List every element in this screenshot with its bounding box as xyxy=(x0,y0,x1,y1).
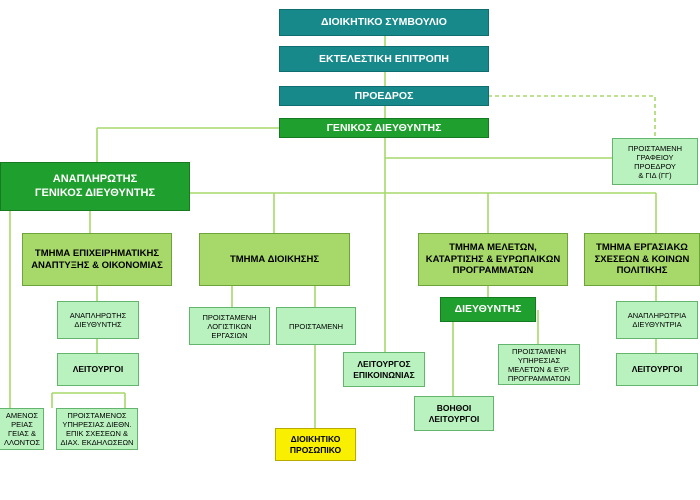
node-head-studies-service: ΠΡΟΙΣΤΑΜΕΝΗ ΥΠΗΡΕΣΙΑΣ ΜΕΛΕΤΩΝ & ΕΥΡ. ΠΡΟ… xyxy=(498,344,580,385)
node-dept-business-development: ΤΜΗΜΑ ΕΠΙΧΕΙΡΗΜΑΤΙΚΗΣ ΑΝΑΠΤΥΞΗΣ & ΟΙΚΟΝΟ… xyxy=(22,233,172,286)
node-head-president-office: ΠΡΟΙΣΤΑΜΕΝΗ ΓΡΑΦΕΙΟΥ ΠΡΟΕΔΡΟΥ & ΓΙΔ (ΓΓ) xyxy=(612,138,698,185)
node-officers-business: ΛΕΙΤΟΥΡΓΟΙ xyxy=(57,353,139,386)
node-deputy-general-director: ΑΝΑΠΛΗΡΩΤΗΣ ΓΕΝΙΚΟΣ ΔΙΕΥΘΥΝΤΗΣ xyxy=(0,162,190,211)
node-dept-administration: ΤΜΗΜΑ ΔΙΟΙΚΗΣΗΣ xyxy=(199,233,350,286)
node-communications-officer: ΛΕΙΤΟΥΡΓΟΣ ΕΠΙΚΟΙΝΩΝΙΑΣ xyxy=(343,352,425,387)
node-officers-labour: ΛΕΙΤΟΥΡΓΟΙ xyxy=(616,353,698,386)
node-head-accounting: ΠΡΟΙΣΤΑΜΕΝΗ ΛΟΓΙΣΤΙΚΩΝ ΕΡΓΑΣΙΩΝ xyxy=(189,307,270,345)
node-head-foreign-relations: ΠΡΟΙΣΤΑΜΕΝΟΣ ΥΠΗΡΕΣΙΑΣ ΔΙΕΘΝ. ΕΠΙΚ ΣΧΕΣΕ… xyxy=(56,408,138,450)
node-president: ΠΡΟΕΔΡΟΣ xyxy=(279,86,489,106)
node-deputy-director-business: ΑΝΑΠΛΗΡΩΤΗΣ ΔΙΕΥΘΥΝΤΗΣ xyxy=(57,301,139,339)
node-head-left-partial: ΑΜΕΝΟΣ ΡΕΙΑΣ ΓΕΙΑΣ & ΛΛΟΝΤΟΣ xyxy=(0,408,44,450)
node-head-administration: ΠΡΟΙΣΤΑΜΕΝΗ xyxy=(276,307,356,345)
node-deputy-director-labour: ΑΝΑΠΛΗΡΩΤΡΙΑ ΔΙΕΥΘΥΝΤΡΙΑ xyxy=(616,301,698,339)
node-executive-committee: ΕΚΤΕΛΕΣΤΙΚΗ ΕΠΙΤΡΟΠΗ xyxy=(279,46,489,72)
node-dept-studies: ΤΜΗΜΑ ΜΕΛΕΤΩΝ, ΚΑΤΑΡΤΙΣΗΣ & ΕΥΡΩΠΑΙΚΩΝ Π… xyxy=(418,233,568,286)
node-assistant-officers: ΒΟΗΘΟΙ ΛΕΙΤΟΥΡΓΟΙ xyxy=(414,396,494,431)
node-director-studies: ΔΙΕΥΘΥΝΤΗΣ xyxy=(440,297,536,322)
node-administrative-staff: ΔΙΟΙΚΗΤΙΚΟ ΠΡΟΣΩΠΙΚΟ xyxy=(275,428,356,461)
node-dept-labour-relations: ΤΜΗΜΑ ΕΡΓΑΣΙΑΚΩ ΣΧΕΣΕΩΝ & ΚΟΙΝΩΝ ΠΟΛΙΤΙΚ… xyxy=(584,233,700,286)
node-general-director: ΓΕΝΙΚΟΣ ΔΙΕΥΘΥΝΤΗΣ xyxy=(279,118,489,138)
node-board: ΔΙΟΙΚΗΤΙΚΟ ΣΥΜΒΟΥΛΙΟ xyxy=(279,9,489,36)
